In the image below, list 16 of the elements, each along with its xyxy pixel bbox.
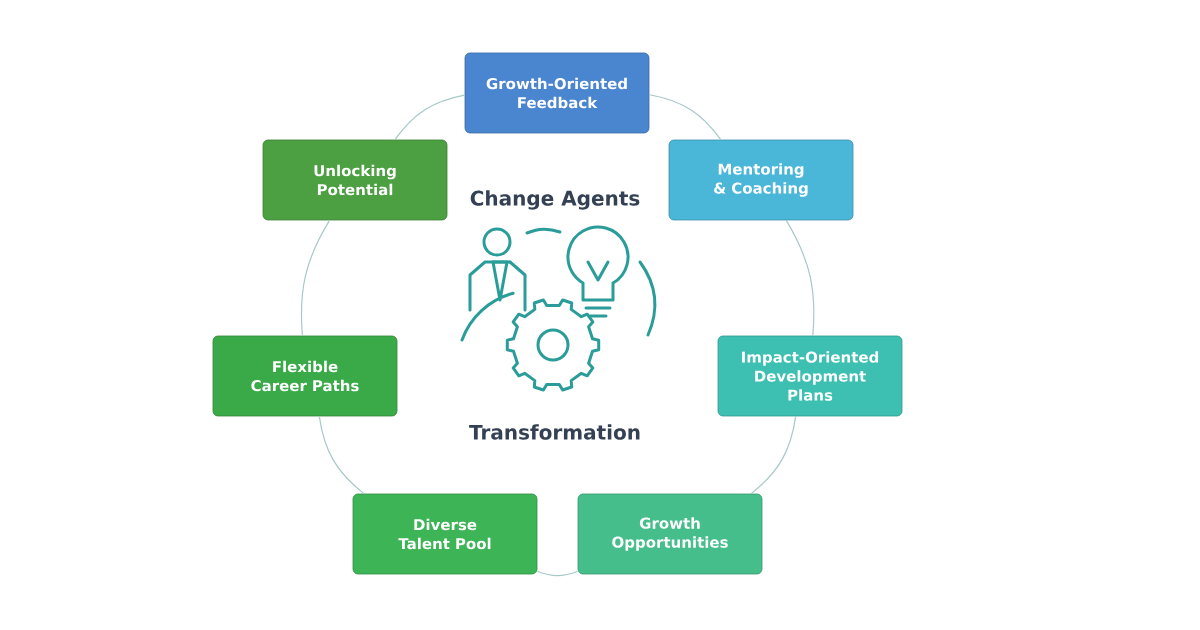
process-box: Diverse Talent Pool: [352, 493, 538, 575]
process-box: Flexible Career Paths: [212, 335, 398, 417]
process-box: Growth-Oriented Feedback: [464, 52, 650, 134]
process-box: Growth Opportunities: [577, 493, 763, 575]
connector-line: [785, 219, 815, 337]
center-title: Transformation: [469, 424, 640, 440]
process-box: Mentoring & Coaching: [668, 139, 854, 221]
center-title: Change Agents: [470, 190, 640, 210]
connector-line: [648, 94, 722, 141]
connector-line: [394, 94, 466, 141]
process-box: Unlocking Potential: [262, 139, 448, 221]
process-box: Impact-Oriented Development Plans: [717, 335, 903, 417]
connector-line: [536, 570, 579, 577]
connector-line: [318, 415, 365, 495]
connector-line: [750, 415, 797, 495]
connector-line: [300, 219, 331, 337]
